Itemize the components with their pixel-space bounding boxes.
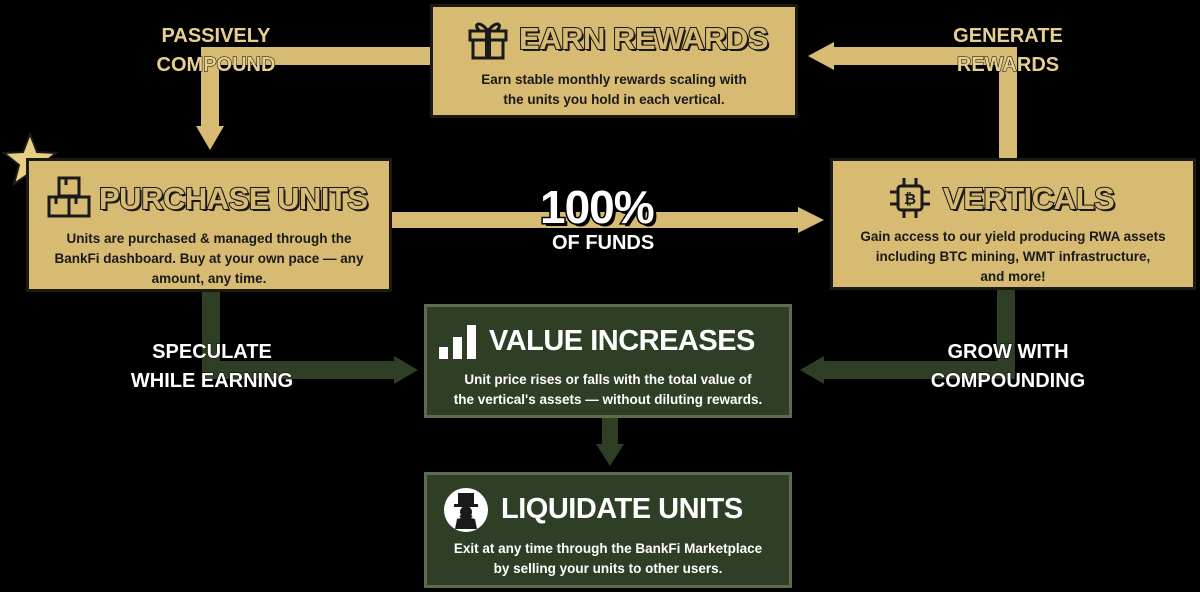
earn-rewards-desc-line: Earn stable monthly rewards scaling with [481, 72, 747, 87]
funds-percentage: 100% [539, 180, 657, 235]
node-liquidate-units: LIQUIDATE UNITS Exit at any time through… [424, 472, 792, 588]
liquidate-units-desc-line: by selling your units to other users. [493, 561, 723, 576]
funds-label: OF FUNDS [552, 232, 655, 254]
purchase-units-desc-line: Units are purchased & managed through th… [66, 231, 352, 246]
label-speculate: SPECULATE WHILE EARNING [102, 338, 322, 396]
label-line: COMPOUND [156, 54, 276, 77]
verticals-desc-line: including BTC mining, WMT infrastructure… [875, 249, 1151, 264]
arrow-passively-compound-head [196, 126, 224, 150]
arrow-grow-head [800, 356, 824, 384]
value-increases-desc-line: Unit price rises or falls with the total… [464, 372, 752, 387]
verticals-description: Gain access to our yield producing RWA a… [833, 227, 1193, 287]
gift-icon [468, 22, 508, 60]
label-line: WHILE EARNING [130, 370, 294, 393]
node-verticals: ₿ VERTICALS Gain access to our yield pro… [830, 158, 1196, 290]
label-line: PASSIVELY [161, 25, 271, 48]
arrow-speculate-head [394, 356, 418, 384]
node-earn-rewards: EARN REWARDS Earn stable monthly rewards… [430, 4, 798, 118]
arrow-generate-rewards [832, 47, 1017, 160]
earn-rewards-desc-line: the units you hold in each vertical. [503, 92, 725, 107]
label-line: REWARDS [956, 54, 1060, 77]
label-line: SPECULATE [152, 341, 273, 364]
purchase-units-description: Units are purchased & managed through th… [29, 229, 389, 289]
label-generate-rewards: GENERATE REWARDS [918, 22, 1098, 80]
bitcoin-chip-icon: ₿ [890, 178, 930, 218]
svg-text:₿: ₿ [904, 190, 916, 208]
arrow-passively-compound [201, 47, 432, 128]
purchase-units-desc-line: amount, any time. [151, 271, 267, 286]
bar-chart-icon [439, 325, 476, 359]
label-line: GROW WITH [947, 341, 1069, 364]
value-increases-title: VALUE INCREASES [489, 325, 755, 357]
value-increases-desc-line: the vertical's assets — without diluting… [453, 392, 763, 407]
verticals-desc-line: Gain access to our yield producing RWA a… [860, 229, 1166, 244]
label-grow: GROW WITH COMPOUNDING [898, 338, 1118, 396]
liquidate-units-desc-line: Exit at any time through the BankFi Mark… [453, 541, 763, 556]
label-passively-compound: PASSIVELY COMPOUND [126, 22, 306, 80]
purchase-units-title: PURCHASE UNITS [98, 180, 369, 217]
verticals-desc-line: and more! [980, 269, 1046, 284]
liquidate-units-title: LIQUIDATE UNITS [501, 493, 743, 525]
label-line: COMPOUNDING [930, 370, 1086, 393]
earn-rewards-title: EARN REWARDS [518, 20, 769, 57]
arrow-speculate [202, 292, 396, 379]
verticals-title: VERTICALS [942, 180, 1116, 217]
arrow-generate-rewards-head [808, 42, 834, 70]
node-purchase-units: PURCHASE UNITS Units are purchased & man… [26, 158, 392, 292]
arrow-grow [822, 290, 1015, 379]
arrow-liquidate-head [596, 444, 624, 466]
boxes-icon [47, 176, 91, 218]
purchase-units-desc-line: BankFi dashboard. Buy at your own pace —… [54, 251, 364, 266]
arrow-funds-head [798, 207, 824, 233]
node-value-increases: VALUE INCREASES Unit price rises or fall… [424, 304, 792, 418]
liquidate-units-description: Exit at any time through the BankFi Mark… [427, 539, 789, 579]
monopoly-man-icon [444, 488, 488, 532]
value-increases-description: Unit price rises or falls with the total… [427, 370, 789, 410]
label-line: GENERATE [953, 25, 1064, 48]
earn-rewards-description: Earn stable monthly rewards scaling with… [433, 70, 795, 110]
